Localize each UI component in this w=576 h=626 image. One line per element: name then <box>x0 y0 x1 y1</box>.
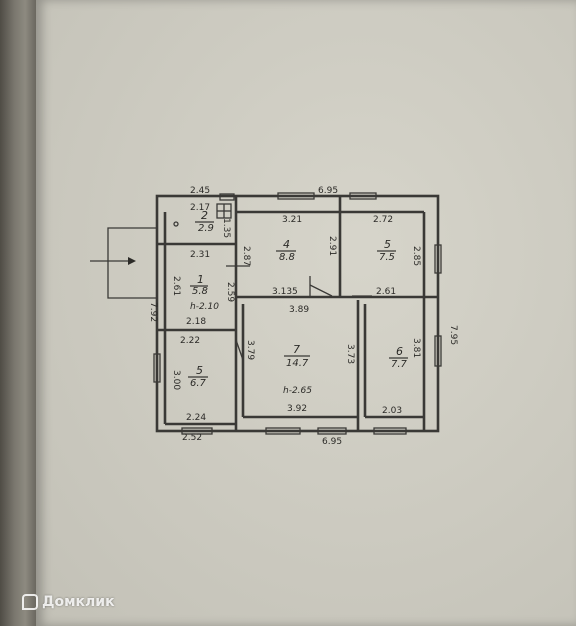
door <box>235 339 244 361</box>
room-4-area: 8.8 <box>279 252 295 263</box>
room-2-height: 1.35 <box>221 218 231 238</box>
room-6-area: 7.7 <box>391 359 408 370</box>
room-6-height: 3.81 <box>411 338 421 358</box>
window <box>181 427 213 435</box>
room-5-width: 2.72 <box>373 215 393 225</box>
room-1-area: 5.8 <box>192 286 208 297</box>
room-1-number: 1 <box>197 273 204 286</box>
room-4-width: 3.21 <box>282 215 302 225</box>
window <box>373 427 407 435</box>
window <box>434 244 442 274</box>
room-5-area: 7.5 <box>379 252 395 263</box>
room-7-area: 14.7 <box>286 358 309 369</box>
domclick-logo-icon <box>22 594 38 610</box>
room-5-height: 2.85 <box>411 246 421 266</box>
entrance-arrow-icon <box>128 257 136 265</box>
domclick-watermark: Домклик <box>22 594 115 610</box>
ceiling-height-left: h-2.10 <box>190 302 219 312</box>
window <box>219 193 235 201</box>
misc-dim: 3.135 <box>272 287 298 297</box>
room-2-number: 2 <box>201 209 208 222</box>
window <box>317 427 347 435</box>
outer-wall <box>155 194 440 433</box>
dim-left-height: 7.92 <box>148 302 158 322</box>
window <box>349 192 377 200</box>
door <box>309 284 333 297</box>
room-5-number: 5 <box>384 238 391 251</box>
room-3-number: 5 <box>196 364 203 377</box>
room-2-area: 2.9 <box>198 223 214 234</box>
room-1-width: 2.31 <box>190 250 210 260</box>
room-5-bottom: 2.61 <box>376 287 396 297</box>
room-6-bottom: 2.03 <box>382 406 402 416</box>
room-4-number: 4 <box>283 238 290 251</box>
dim-top-left: 2.45 <box>190 186 210 196</box>
room-4-right-height: 2.91 <box>327 236 337 256</box>
room-6-number: 6 <box>396 345 403 358</box>
room-1-left-height: 2.61 <box>171 276 181 296</box>
paper-sheet <box>36 0 576 626</box>
fixture-icon <box>173 221 179 227</box>
ceiling-height-center: h-2.65 <box>283 386 312 396</box>
room-3-area: 6.7 <box>190 378 207 389</box>
room-4-left-height: 2.87 <box>241 246 251 266</box>
window <box>153 353 161 383</box>
room-1-right-height: 2.59 <box>225 282 235 302</box>
room-3-height: 3.00 <box>171 370 181 390</box>
room-7-width: 3.89 <box>289 305 309 315</box>
dim-bottom-left: 2.52 <box>182 433 202 443</box>
room-7-right-height: 3.73 <box>345 344 355 364</box>
dim-top-width: 6.95 <box>318 186 338 196</box>
room-7-left-height: 3.79 <box>245 340 255 360</box>
room-7-bottom: 3.92 <box>287 404 307 414</box>
room-3-dim-top: 2.18 <box>186 317 206 327</box>
window <box>265 427 301 435</box>
window <box>434 335 442 367</box>
entrance-porch <box>107 227 157 299</box>
dim-bottom-width: 6.95 <box>322 437 342 447</box>
dim-right-height: 7.95 <box>448 325 458 345</box>
window <box>277 192 315 200</box>
room-2-width: 2.17 <box>190 203 210 213</box>
room-7-number: 7 <box>293 343 300 356</box>
room-3-bottom: 2.24 <box>186 413 206 423</box>
binder-edge <box>0 0 36 626</box>
room-3-width: 2.22 <box>180 336 200 346</box>
watermark-text: Домклик <box>42 594 115 610</box>
